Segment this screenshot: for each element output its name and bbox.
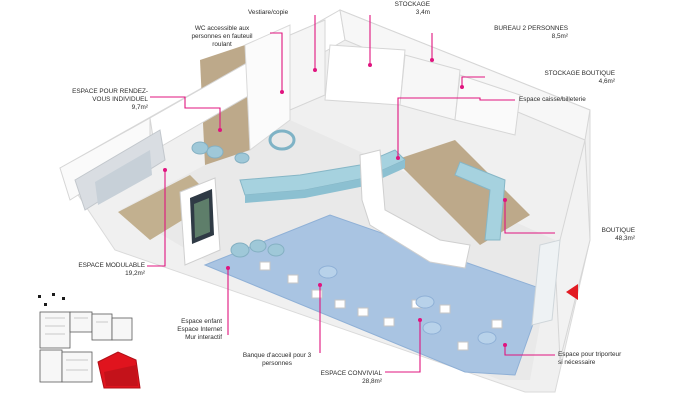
label-boutique-line1: BOUTIQUE [601,227,635,234]
label-triporteur-line1: Espace pour triporteur [558,351,622,358]
label-banque-line2: personnes [262,360,292,367]
label-banque-line1: Banque d'accueil pour 3 [242,352,312,359]
label-bureau-line1: BUREAU 2 PERSONNES [494,25,568,32]
entry-arrow-icon [566,284,578,300]
callout-dots [163,58,507,347]
label-rdv-line2: VOUS INDIVIDUEL [92,96,148,103]
cafe-tables [318,265,497,345]
display-unit [359,149,471,269]
label-convivial-line1: ESPACE CONVIVIAL [320,370,382,377]
shelving-graphic [95,150,152,205]
wc-block [289,19,326,111]
logo-mark [268,129,296,151]
label-wc-line1: WC accessible aux [194,25,250,32]
label-vestiaire: Vestiare/copie [248,9,288,17]
reception-counter-front [245,160,405,203]
label-caisse-line1: Espace caisse/billeterie [519,96,586,103]
label-bureau: BUREAU 2 PERSONNES 8,5m² [480,25,568,41]
label-bureau-line2: 8,5m² [551,33,568,40]
label-enfant-line3: Mur interactif [185,334,222,341]
stockage-boutique-block [454,74,521,136]
label-convivial-line2: 28,8m² [362,378,382,385]
label-stockage-boutique-line1: STOCKAGE BOUTIQUE [544,70,615,77]
label-vestiaire-line1: Vestiare/copie [248,9,289,16]
label-enfant-line2: Espace Internet [177,326,222,333]
label-stockage-boutique: STOCKAGE BOUTIQUE 4,6m² [540,70,615,86]
poufs [191,141,285,258]
boutique-counter [454,161,506,241]
label-modulable: ESPACE MODULABLE 19,2m² [60,262,145,278]
stockage-block [324,44,406,106]
label-stockage-line2: 3,4m [415,9,430,16]
rdv-partition [244,24,291,151]
label-boutique-line2: 48,3m² [615,235,635,242]
label-caisse: Espace caisse/billeterie [519,96,586,104]
label-rdv-line1: ESPACE POUR RENDEZ- [72,88,148,95]
label-enfant: Espace enfant Espace Internet Mur intera… [160,318,222,342]
site-plan-inset [30,293,150,392]
right-side-wall [554,139,591,361]
label-boutique: BOUTIQUE 48,3m² [585,227,635,243]
label-stockage: STOCKAGE 3,4m [390,1,430,17]
label-rdv-line3: 9,7m² [131,104,148,111]
label-enfant-line1: Espace enfant [181,318,222,325]
label-wc-line2: personnes en fauteuil [191,33,253,40]
label-triporteur-line2: si nécessaire [558,359,596,366]
label-wc: WC accessible aux personnes en fauteuil … [176,25,268,49]
label-modulable-line1: ESPACE MODULABLE [78,262,145,269]
callout-lines [147,15,555,373]
label-stockage-line1: STOCKAGE [394,1,430,8]
entrance-glass [531,239,561,326]
label-stockage-boutique-line2: 4,6m² [598,78,615,85]
label-convivial: ESPACE CONVIVIAL 28,8m² [300,370,382,386]
label-rdv: ESPACE POUR RENDEZ- VOUS INDIVIDUEL 9,7m… [52,88,148,112]
label-triporteur: Espace pour triporteur si nécessaire [558,351,621,367]
stools [259,261,503,351]
label-banque: Banque d'accueil pour 3 personnes [236,352,318,368]
label-modulable-line2: 19,2m² [125,270,145,277]
screen-glow [194,198,210,238]
convivial-floor [203,214,546,376]
label-wc-line3: roulant [212,41,232,48]
